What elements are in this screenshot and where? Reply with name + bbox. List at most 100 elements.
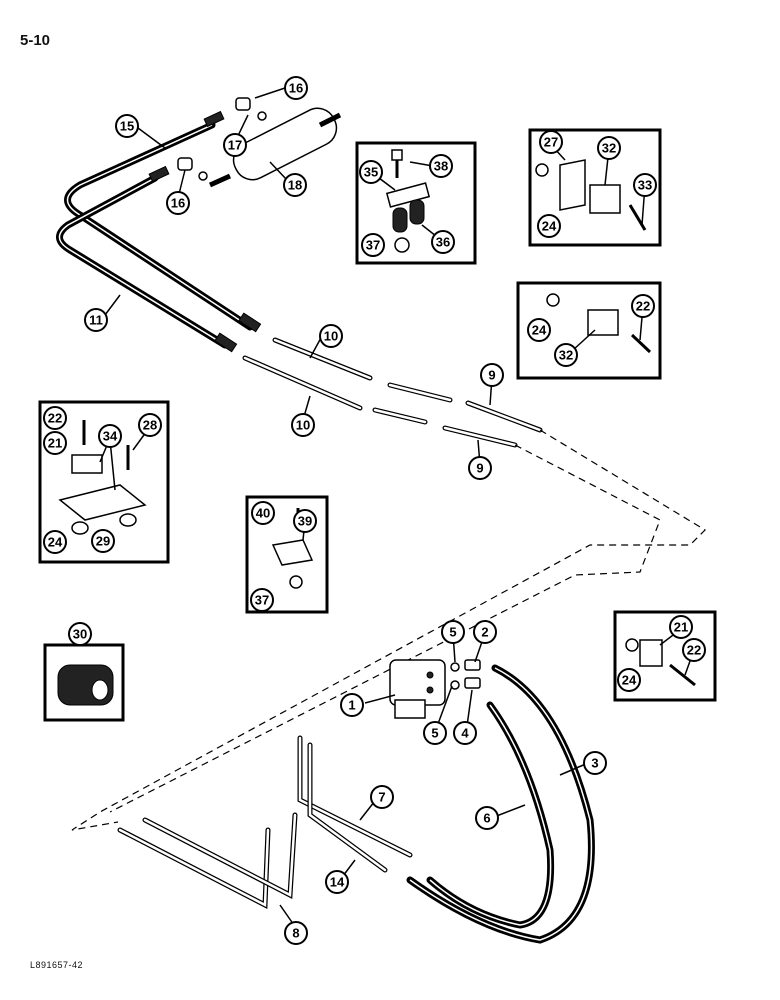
tube-9-lower-hl [443, 426, 517, 447]
tube-9-upper-hl [466, 401, 542, 432]
callout-22-mid: 22 [631, 294, 655, 318]
tube-14 [307, 742, 388, 873]
callout-5-upper: 5 [441, 620, 465, 644]
svg-text:6: 6 [483, 811, 490, 826]
angle-bracket-parts [271, 508, 314, 589]
callout-24-mid: 24 [527, 318, 551, 342]
svg-text:9: 9 [488, 368, 495, 383]
hose-15-fitting [203, 110, 225, 128]
callout-36: 36 [431, 230, 455, 254]
callout-5-lower: 5 [423, 721, 447, 745]
tube-mid-upper-hl [388, 383, 452, 402]
svg-text:16: 16 [171, 196, 185, 211]
svg-text:5: 5 [431, 726, 438, 741]
steering-control-valve [389, 659, 481, 719]
hose-6-hl [429, 704, 552, 926]
svg-text:33: 33 [638, 178, 652, 193]
dashed-route-upper [71, 429, 706, 831]
hose-3 [406, 664, 595, 944]
callout-9-upper: 9 [480, 363, 504, 387]
callout-27: 27 [539, 130, 563, 154]
callout-10-lower: 10 [291, 413, 315, 437]
svg-text:24: 24 [532, 323, 547, 338]
svg-text:11: 11 [89, 313, 103, 328]
elbow-fittings [177, 97, 267, 181]
svg-text:22: 22 [636, 299, 650, 314]
callout-18: 18 [283, 173, 307, 197]
svg-text:30: 30 [73, 627, 87, 642]
callout-33: 33 [633, 173, 657, 197]
callout-7: 7 [370, 785, 394, 809]
svg-text:21: 21 [674, 620, 688, 635]
svg-text:17: 17 [228, 138, 242, 153]
callout-2: 2 [473, 620, 497, 644]
hose-11-highlight [58, 177, 226, 346]
svg-text:32: 32 [559, 348, 573, 363]
bracket-clamp-parts [385, 149, 431, 253]
svg-text:21: 21 [48, 436, 62, 451]
svg-text:2: 2 [481, 625, 488, 640]
svg-text:22: 22 [687, 643, 701, 658]
svg-text:36: 36 [436, 235, 450, 250]
callout-15: 15 [115, 114, 139, 138]
svg-text:39: 39 [298, 514, 312, 529]
svg-text:1: 1 [348, 698, 355, 713]
svg-text:28: 28 [143, 418, 157, 433]
callout-30: 30 [68, 622, 92, 646]
page-number: 5-10 [20, 32, 51, 49]
figure-code: L891657-42 [30, 960, 84, 970]
tube-14-hl [308, 743, 387, 872]
bushing-part [57, 664, 114, 706]
callout-22-left: 22 [43, 406, 67, 430]
callout-1: 1 [340, 693, 364, 717]
hose-11-fitting [148, 165, 170, 183]
tube-10-lower-hl [243, 356, 362, 410]
callout-4: 4 [453, 721, 477, 745]
svg-text:35: 35 [364, 165, 378, 180]
hose-3-hl [409, 667, 593, 941]
svg-text:5: 5 [449, 625, 456, 640]
plate-block-parts [535, 159, 647, 231]
tube-8-right-hl [143, 813, 297, 897]
svg-text:27: 27 [544, 135, 558, 150]
callout-34: 34 [98, 424, 122, 448]
callout-39: 39 [293, 509, 317, 533]
callout-10-upper: 10 [319, 324, 343, 348]
callout-3: 3 [583, 751, 607, 775]
tube-7-hl [298, 736, 412, 857]
hose-15 [64, 121, 254, 331]
callout-17: 17 [223, 133, 247, 157]
tube-mid-lower-hl [373, 408, 427, 424]
callout-21-right: 21 [669, 615, 693, 639]
steering-cylinder [208, 107, 342, 188]
callout-24-right: 24 [617, 668, 641, 692]
callout-38: 38 [429, 154, 453, 178]
callout-6: 6 [475, 806, 499, 830]
svg-text:37: 37 [366, 238, 380, 253]
svg-text:9: 9 [476, 461, 483, 476]
svg-text:10: 10 [296, 418, 310, 433]
svg-text:24: 24 [622, 673, 637, 688]
svg-text:15: 15 [120, 119, 134, 134]
svg-text:16: 16 [289, 81, 303, 96]
callout-37-top: 37 [361, 233, 385, 257]
svg-text:18: 18 [288, 178, 302, 193]
svg-text:24: 24 [48, 535, 63, 550]
callout-35: 35 [359, 160, 383, 184]
callout-14: 14 [325, 870, 349, 894]
callout-16-lower: 16 [166, 191, 190, 215]
svg-text:34: 34 [103, 429, 118, 444]
svg-text:38: 38 [434, 159, 448, 174]
svg-text:7: 7 [378, 790, 385, 805]
hose-11-end-fitting [214, 332, 238, 353]
callout-32-top: 32 [597, 136, 621, 160]
small-block-parts [625, 638, 696, 687]
svg-text:24: 24 [542, 219, 557, 234]
callout-28: 28 [138, 413, 162, 437]
svg-text:4: 4 [461, 726, 469, 741]
callout-29: 29 [91, 529, 115, 553]
callout-22-right: 22 [682, 638, 706, 662]
callout-40: 40 [251, 501, 275, 525]
callout-8: 8 [284, 921, 308, 945]
